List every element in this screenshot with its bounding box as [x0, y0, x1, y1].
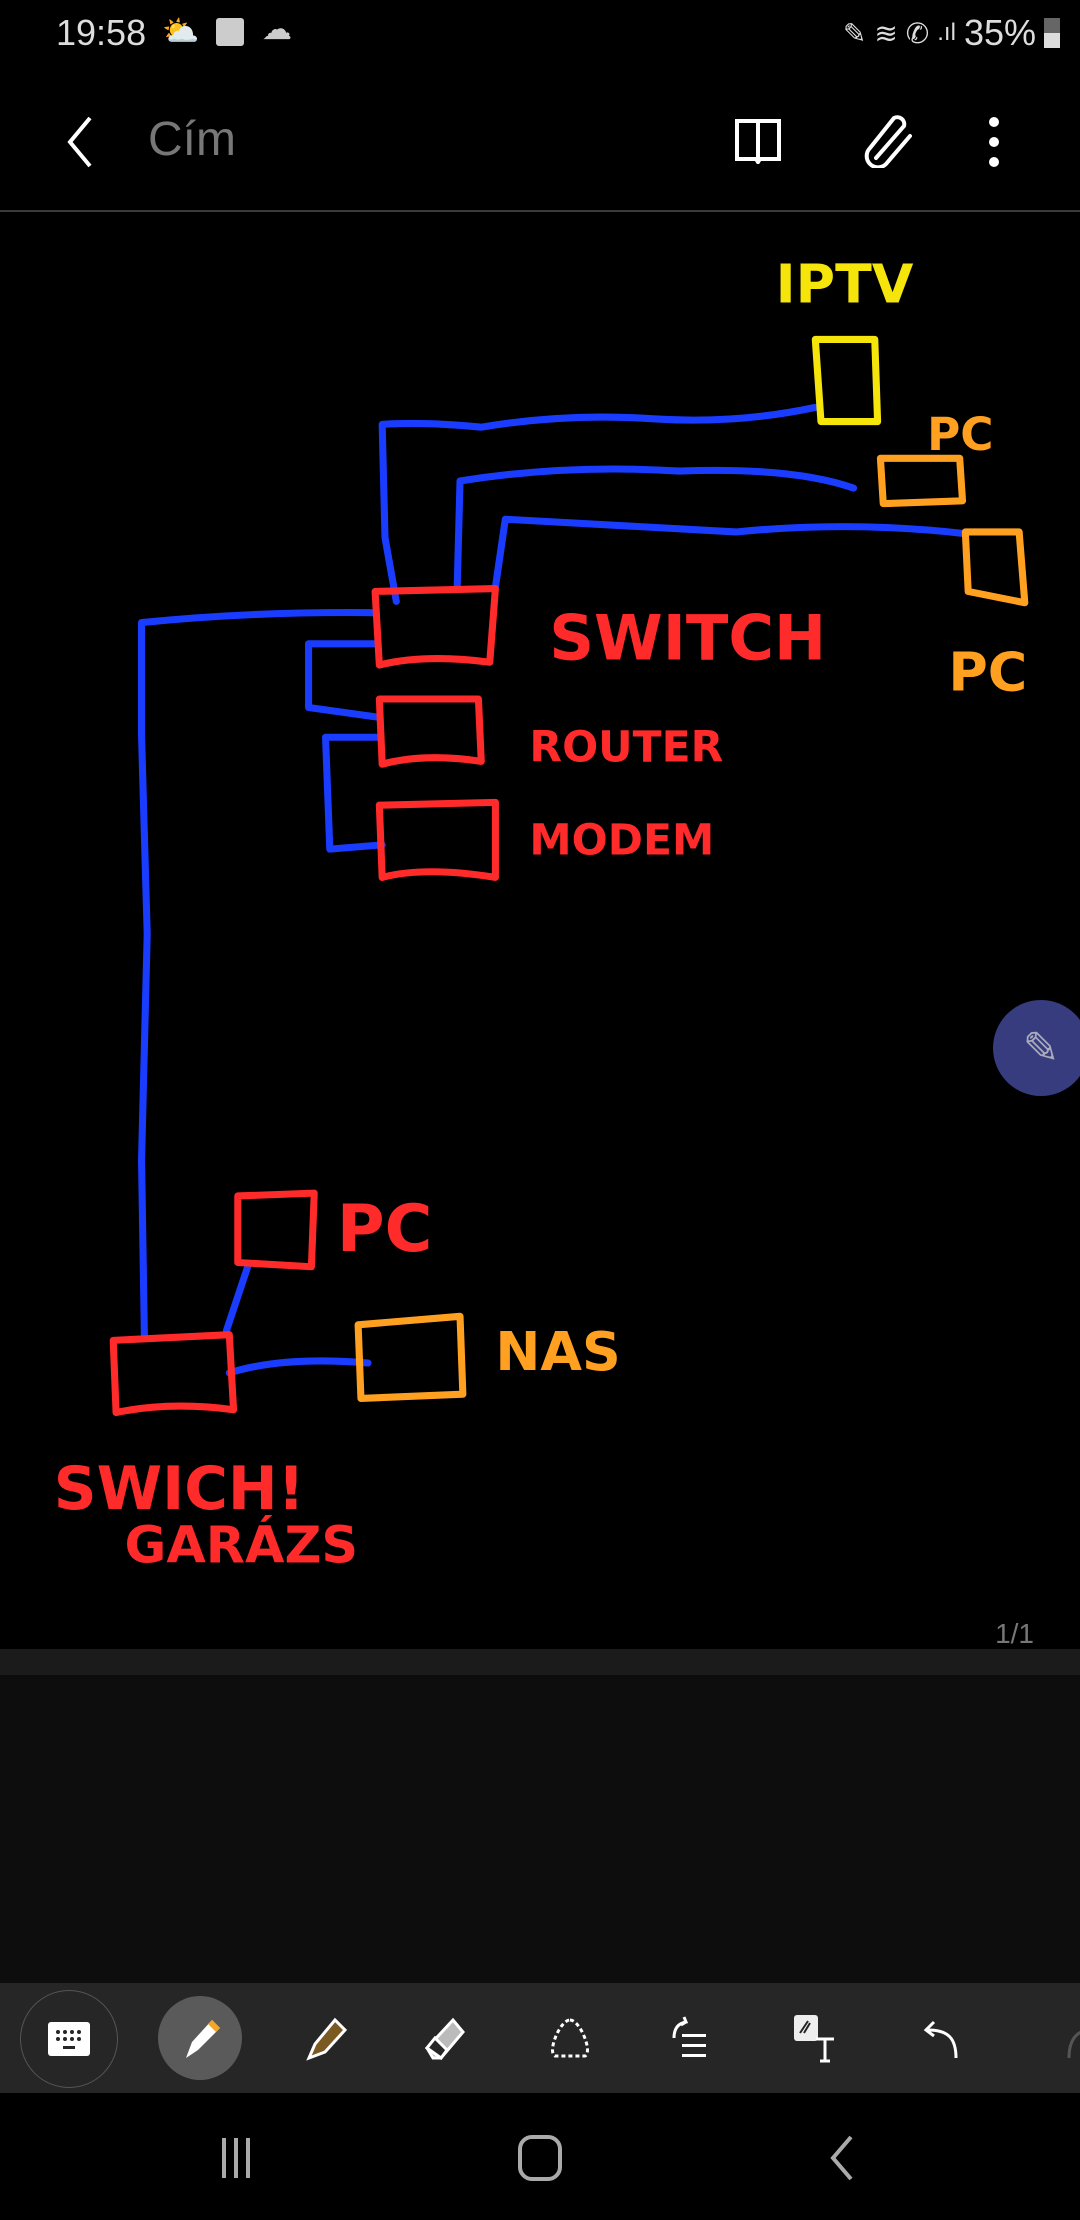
keyboard-icon [48, 2022, 90, 2056]
battery-icon [1044, 18, 1060, 48]
gallery-icon [216, 18, 244, 46]
label-switch: SWITCH [549, 601, 826, 674]
canvas-empty-area[interactable] [0, 1675, 1080, 1983]
lasso-select-button[interactable] [525, 1993, 615, 2083]
cable-router-modem [322, 733, 386, 853]
modem-box [375, 798, 499, 881]
label-switch-garage-2: GARÁZS [125, 1515, 359, 1576]
pen-icon: ✎ [1022, 1023, 1060, 1073]
recent-apps-icon [222, 2138, 250, 2178]
highlighter-icon [306, 2017, 347, 2061]
note-title[interactable]: Cím [148, 113, 236, 166]
label-pc-right: PC [948, 641, 1027, 704]
home-icon [518, 2135, 562, 2181]
lasso-icon [551, 2018, 589, 2058]
wifi-icon: ≋ [874, 17, 898, 49]
battery-percent: 35% [963, 12, 1036, 53]
cable-garage-pc [222, 1263, 252, 1334]
signal-icon: .ıl [937, 19, 956, 46]
reflow-icon [672, 2016, 706, 2057]
pc-garage-box [234, 1189, 318, 1271]
label-iptv: IPTV [776, 253, 914, 316]
label-router: ROUTER [529, 723, 723, 772]
pen-settings-button[interactable]: ✎ [993, 1000, 1080, 1096]
back-icon[interactable] [62, 114, 98, 170]
system-nav-bar [0, 2093, 1080, 2220]
redo-icon [1067, 2030, 1080, 2059]
nas-box [354, 1312, 467, 1402]
status-bar: 19:58 ⛅ ☁ ✎ ≋ ✆ .ıl 35% [0, 0, 1080, 70]
pen-icon [186, 2020, 220, 2058]
switch-garage-box [109, 1331, 238, 1417]
page-divider [0, 1649, 1080, 1675]
page-indicator: 1/1 [995, 1618, 1034, 1649]
cable-switch-pc-top [453, 465, 858, 591]
drawing-canvas[interactable]: IPTV PC PC SWITCH ROUTER MODEM PC NAS SW… [0, 212, 1080, 1649]
cable-garage-nas [225, 1357, 372, 1377]
undo-button[interactable] [895, 1993, 985, 2083]
keyboard-button[interactable] [20, 1990, 118, 2088]
handwriting-to-text-button[interactable] [770, 1993, 860, 2083]
status-right: ✎ ≋ ✆ .ıl 35% [843, 12, 1060, 54]
text-reflow-button[interactable] [645, 1993, 735, 2083]
cable-switch-garage [138, 608, 379, 1339]
cable-switch-iptv [378, 403, 819, 605]
wifi-call-icon: ✆ [905, 17, 930, 49]
redo-button[interactable] [1030, 1993, 1080, 2083]
handwriting-text-icon [794, 2015, 834, 2063]
undo-icon [923, 2020, 958, 2059]
label-switch-garage-1: SWICH! [54, 1455, 305, 1524]
router-box [375, 695, 485, 768]
label-pc-garage: PC [337, 1192, 433, 1267]
pen-icon: ✎ [842, 17, 867, 49]
pc-top-box [876, 454, 967, 508]
label-pc-top: PC [927, 408, 993, 461]
back-nav-icon [830, 2135, 853, 2181]
weather-icon: ⛅ [162, 15, 200, 48]
more-options-icon[interactable] [984, 114, 1004, 170]
status-time: 19:58 [56, 12, 147, 53]
pen-button[interactable] [158, 1996, 242, 2080]
switch-box [371, 585, 499, 669]
app-bar: Cím [0, 70, 1080, 212]
recent-apps-button[interactable] [196, 2123, 276, 2193]
reading-mode-icon[interactable] [734, 118, 782, 164]
cables [138, 403, 967, 1377]
label-nas: NAS [495, 1320, 620, 1383]
highlighter-button[interactable] [280, 1993, 370, 2083]
drawing-toolbar [0, 1983, 1080, 2093]
cable-switch-router [305, 640, 383, 721]
eraser-icon [424, 2017, 465, 2061]
cloud-icon: ☁ [262, 13, 292, 46]
label-modem: MODEM [529, 817, 714, 866]
eraser-button[interactable] [400, 1993, 490, 2083]
back-button[interactable] [802, 2123, 882, 2193]
cable-switch-pc-right [491, 515, 967, 591]
home-button[interactable] [500, 2123, 580, 2193]
iptv-box [811, 335, 882, 426]
pc-right-box [961, 528, 1029, 607]
attach-icon[interactable] [864, 114, 916, 168]
